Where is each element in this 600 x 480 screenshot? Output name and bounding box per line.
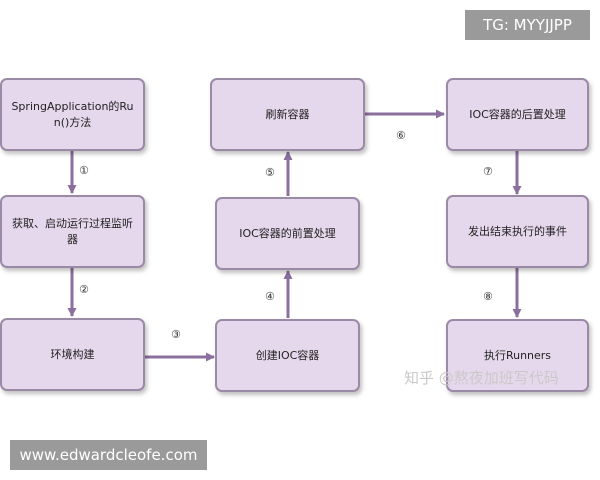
site-badge: www.edwardcleofe.com xyxy=(10,440,207,470)
node-label: IOC容器的前置处理 xyxy=(239,226,336,240)
node-label: 执行Runners xyxy=(483,348,552,362)
step-label-2: ② xyxy=(79,283,89,296)
node-label: IOC容器的后置处理 xyxy=(469,107,566,121)
node-create-ioc-container: 创建IOC容器 xyxy=(215,319,360,392)
step-label-1: ① xyxy=(79,164,89,177)
node-environment-build: 环境构建 xyxy=(0,318,145,391)
node-springapplication-run: SpringApplication的Run()方法 xyxy=(0,78,145,151)
step-label-8: ⑧ xyxy=(483,290,493,303)
step-label-3: ③ xyxy=(171,328,181,341)
site-badge-label: www.edwardcleofe.com xyxy=(19,446,198,464)
step-label-6: ⑥ xyxy=(396,129,406,142)
step-label-7: ⑦ xyxy=(483,165,493,178)
tg-badge-label: TG: MYYJJPP xyxy=(483,16,572,34)
node-label: SpringApplication的Run()方法 xyxy=(11,99,134,129)
node-ioc-pre-processing: IOC容器的前置处理 xyxy=(215,197,360,270)
node-publish-end-event: 发出结束执行的事件 xyxy=(446,195,589,268)
node-label: 创建IOC容器 xyxy=(255,348,320,362)
node-get-start-listeners: 获取、启动运行过程监听器 xyxy=(0,195,145,268)
node-execute-runners: 执行Runners xyxy=(446,319,589,392)
tg-badge: TG: MYYJJPP xyxy=(465,10,590,40)
zhihu-watermark: 知乎 @熬夜加班写代码 xyxy=(404,369,559,387)
node-ioc-post-processing: IOC容器的后置处理 xyxy=(446,78,589,151)
node-label: 发出结束执行的事件 xyxy=(468,224,567,238)
step-label-4: ④ xyxy=(265,290,275,303)
node-label: 刷新容器 xyxy=(265,107,310,121)
node-label: 环境构建 xyxy=(50,347,95,361)
node-label: 获取、启动运行过程监听器 xyxy=(12,216,133,246)
node-refresh-container: 刷新容器 xyxy=(210,78,365,151)
step-label-5: ⑤ xyxy=(265,166,275,179)
